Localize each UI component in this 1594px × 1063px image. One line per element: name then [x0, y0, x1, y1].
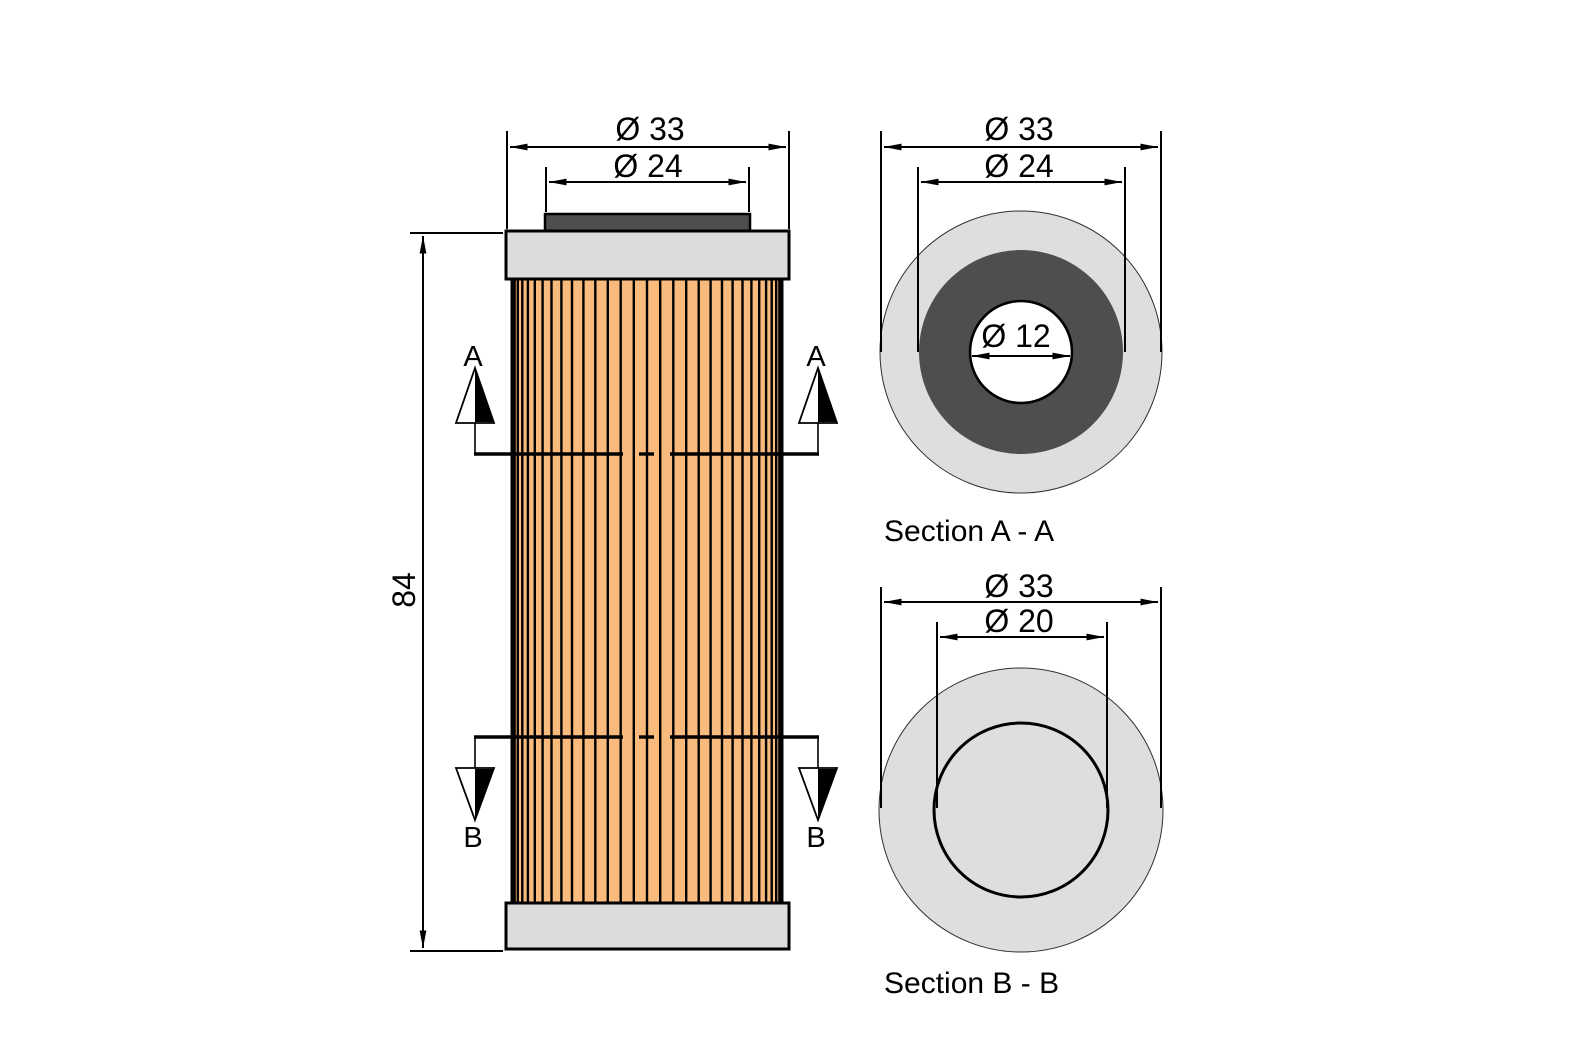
cut-label-a-right: A	[806, 341, 826, 373]
pleat-lines	[511, 280, 783, 902]
front-extension-lines	[410, 131, 790, 952]
dim-text-outer-diameter: Ø 33	[615, 111, 684, 147]
cut-label-a-left: A	[463, 341, 483, 373]
section-b-inner-circle	[932, 721, 1110, 899]
section-b-extension-lines	[880, 587, 1162, 808]
dim-text-a-hole: Ø 12	[981, 318, 1050, 354]
top-end-cap	[504, 229, 791, 281]
cut-arrow-a-right-fill	[818, 369, 836, 422]
section-a-view: Ø 33 Ø 24 Ø 12 Section A - A	[879, 111, 1163, 548]
section-a-title: Section A - A	[884, 515, 1054, 548]
dim-text-height: 84	[386, 572, 422, 608]
dim-text-b-inner: Ø 20	[984, 603, 1053, 639]
section-b-view: Ø 33 Ø 20 Section B - B	[878, 568, 1164, 1000]
dim-text-a-outer: Ø 33	[984, 111, 1053, 147]
bottom-end-cap	[504, 901, 791, 951]
section-cut-b: B B	[454, 735, 839, 854]
cut-arrow-b-right-fill	[818, 769, 836, 819]
section-a-center-hole	[968, 299, 1074, 405]
dim-text-seal-diameter: Ø 24	[613, 148, 682, 184]
section-b-outer-circle	[878, 667, 1164, 953]
section-a-extension-lines	[880, 131, 1162, 352]
front-view: Ø 33 Ø 24 84 A A B	[386, 111, 839, 952]
top-seal	[543, 212, 752, 233]
cut-arrow-b-left-fill	[475, 769, 493, 819]
section-cut-a: A A	[454, 341, 839, 456]
section-b-title: Section B - B	[884, 967, 1059, 1000]
cut-arrow-a-left-fill	[475, 369, 493, 422]
dim-text-b-outer: Ø 33	[984, 568, 1053, 604]
cut-label-b-left: B	[463, 822, 482, 854]
cut-label-b-right: B	[806, 822, 825, 854]
dim-text-a-ring: Ø 24	[984, 148, 1053, 184]
